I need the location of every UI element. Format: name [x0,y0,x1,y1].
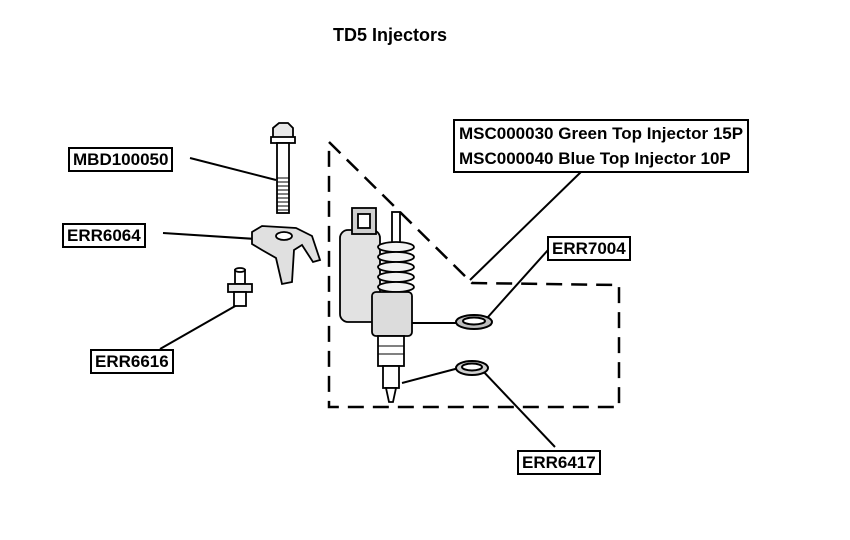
callout-injectors: MSC000030 Green Top Injector 15P MSC0000… [453,119,750,173]
callout-mbd100050: MBD100050 [68,147,174,172]
leader-mbd100050 [189,157,277,181]
bolt-drawing [270,122,296,214]
callout-err6064: ERR6064 [62,223,146,248]
leader-err6064 [162,232,257,240]
washer-err7004-drawing [455,314,493,330]
leader-err7004 [487,249,549,318]
clamp-drawing [251,225,322,286]
injector-group-outline [327,139,621,409]
callout-err6417: ERR6417 [517,450,601,475]
stud-drawing [227,267,253,307]
leader-injector [469,169,584,281]
injector-drawing [339,207,415,403]
leader-err6417-b [401,367,460,384]
callout-injector-blue: MSC000040 Blue Top Injector 10P [459,149,731,168]
callout-injector-green: MSC000030 Green Top Injector 15P [459,124,744,143]
leader-err6417 [480,368,556,448]
callout-err6616: ERR6616 [90,349,174,374]
leader-err6616 [159,304,238,350]
diagram-title: TD5 Injectors [332,25,448,45]
callout-err7004: ERR7004 [547,236,631,261]
washer-err6417-drawing [455,360,489,376]
